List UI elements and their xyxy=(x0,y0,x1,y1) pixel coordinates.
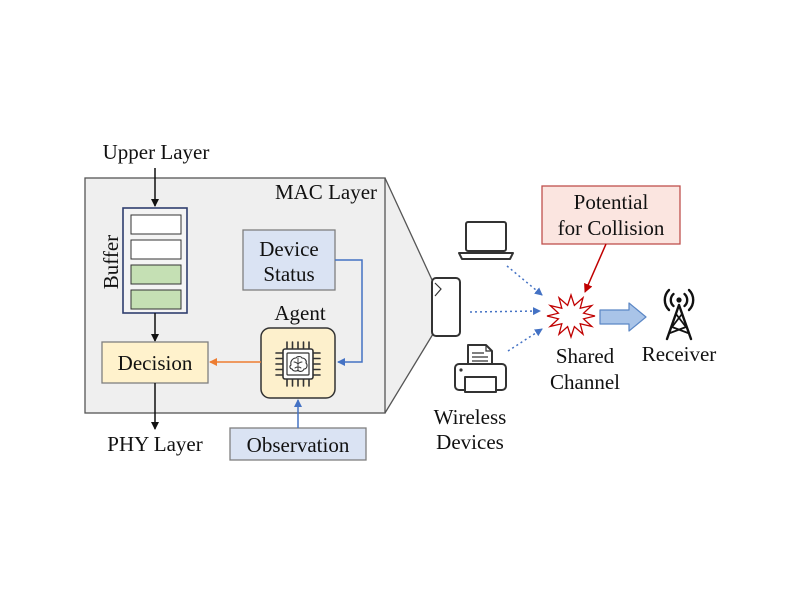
phy-layer-label: PHY Layer xyxy=(107,432,202,456)
buffer-slot xyxy=(130,289,182,310)
decision-label: Decision xyxy=(118,351,193,375)
collision-note-line2: for Collision xyxy=(558,216,665,240)
channel-to-receiver-arrow xyxy=(599,302,647,332)
collision-starburst-icon xyxy=(546,292,596,340)
laptop-transmission-arrow xyxy=(506,265,543,296)
zoom-projection xyxy=(385,178,433,413)
wireless-devices-line2: Devices xyxy=(436,430,504,454)
printer-icon xyxy=(454,344,507,393)
ai-chip-icon xyxy=(275,341,321,387)
observation-label: Observation xyxy=(247,433,350,457)
upper-layer-label: Upper Layer xyxy=(103,140,210,164)
buffer-label: Buffer xyxy=(99,235,123,289)
shared-channel-line2: Channel xyxy=(550,370,620,394)
collision-pointer-arrow xyxy=(584,243,607,293)
buffer-slot xyxy=(130,264,182,285)
zoom-line-bottom xyxy=(384,333,434,414)
wireless-devices-line1: Wireless xyxy=(434,405,507,429)
shared-channel-line1: Shared xyxy=(556,344,615,368)
decision-box xyxy=(101,341,209,384)
smartphone-icon xyxy=(431,277,461,337)
mac-layer-label: MAC Layer xyxy=(275,180,377,204)
zoom-line-top xyxy=(384,177,434,283)
collision-note-line1: Potential xyxy=(574,190,649,214)
device-status-line1: Device xyxy=(259,237,318,261)
status-to-agent-arrow xyxy=(335,259,363,366)
device-status-line2: Status xyxy=(263,262,314,286)
collision-note-box xyxy=(541,185,681,245)
buffer-slot xyxy=(130,214,182,235)
agent-label: Agent xyxy=(274,301,325,325)
antenna-tower-icon xyxy=(663,288,695,341)
laptop-icon xyxy=(458,221,514,260)
printer-transmission-arrow xyxy=(507,328,543,352)
receiver-label: Receiver xyxy=(642,342,717,366)
buffer-slot xyxy=(130,239,182,260)
phone-transmission-arrow xyxy=(469,307,541,316)
